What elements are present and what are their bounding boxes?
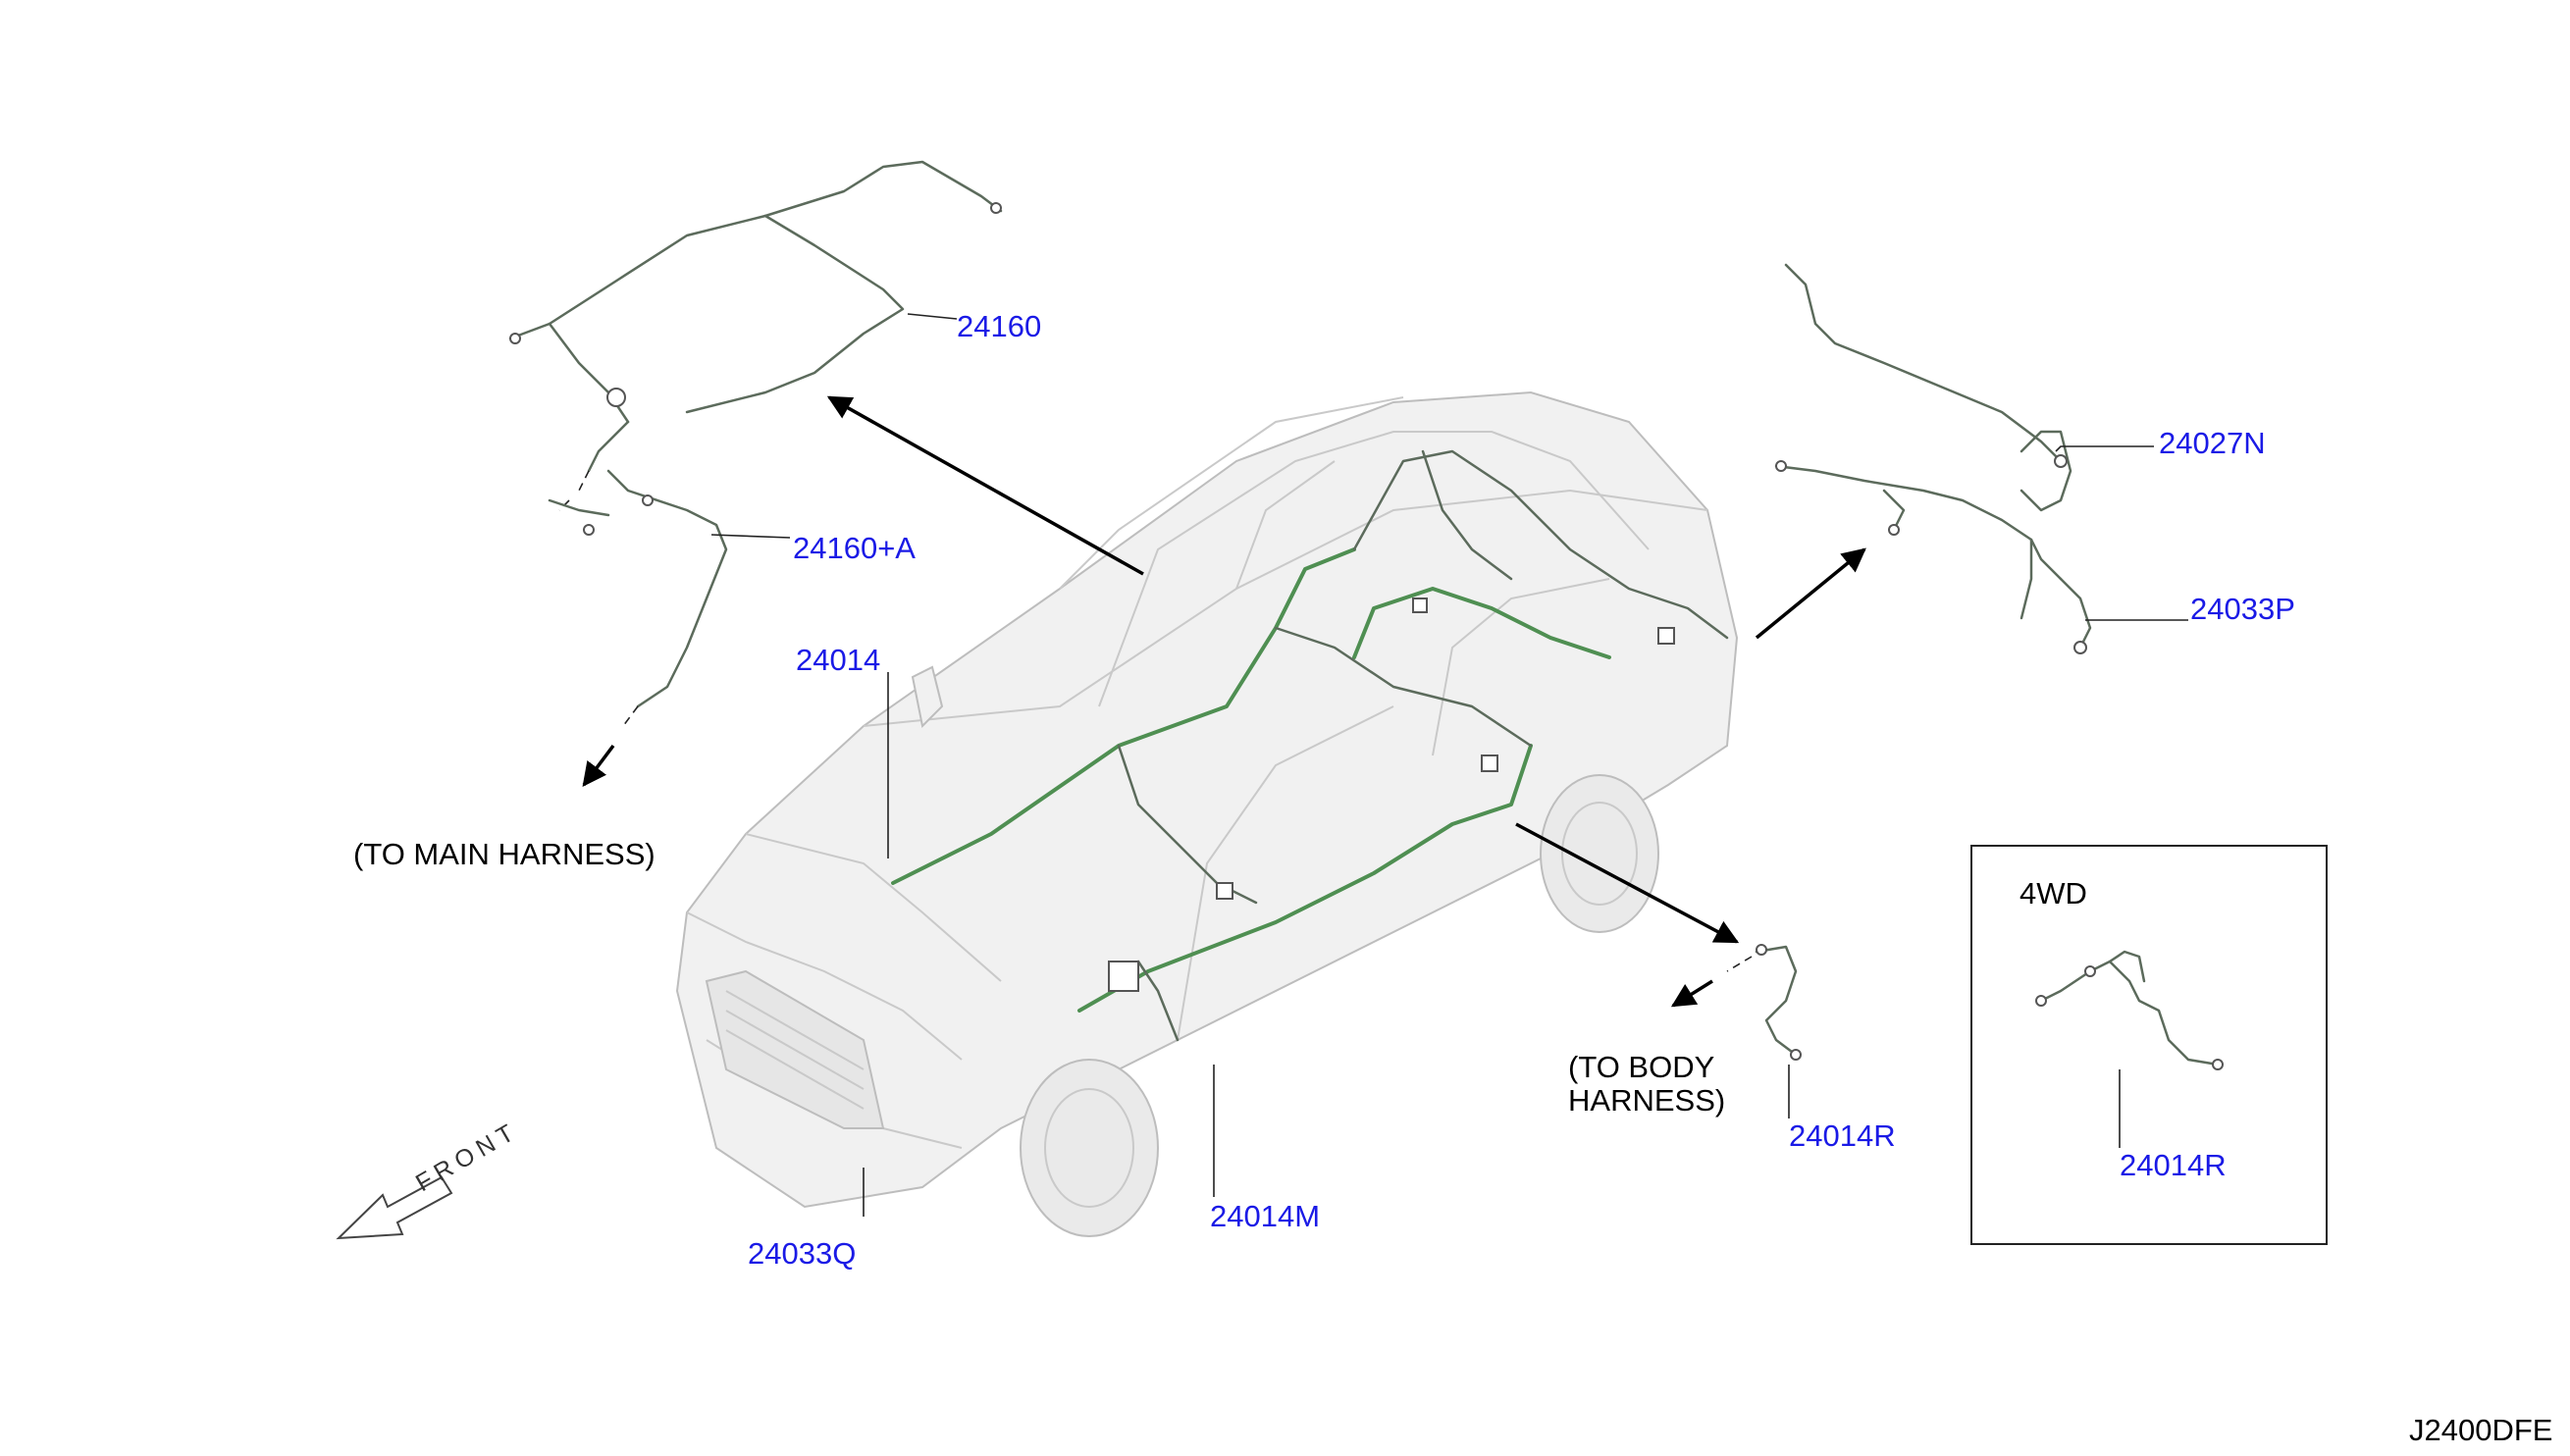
- part-label-24033p: 24033P: [2190, 592, 2295, 626]
- rear-harness: [1774, 263, 2092, 654]
- vehicle-harness: [891, 449, 1729, 1042]
- part-label-24014m: 24014M: [1210, 1199, 1320, 1233]
- part-label-24014r: 24014R: [1789, 1118, 1896, 1153]
- roof-harness-24160: [508, 160, 1003, 511]
- front-arrow-icon: FRONT: [336, 1117, 524, 1240]
- part-label-24033q: 24033Q: [748, 1236, 856, 1271]
- note-to-main-harness: (TO MAIN HARNESS): [353, 837, 656, 871]
- front-label: FRONT: [411, 1117, 524, 1197]
- part-label-24027n: 24027N: [2159, 426, 2266, 460]
- note-to-body-line2: HARNESS): [1568, 1083, 1725, 1118]
- part-label-24160: 24160: [957, 309, 1041, 343]
- leader-lines: [710, 313, 2188, 1217]
- note-4wd: 4WD: [2019, 876, 2087, 910]
- part-label-24160a: 24160+A: [793, 531, 916, 565]
- part-label-24014r-4wd: 24014R: [2120, 1148, 2227, 1182]
- body-harness-24014r: [1670, 944, 1802, 1061]
- figure-code: J2400DFE: [2409, 1413, 2552, 1447]
- harness-24160a: [548, 469, 728, 787]
- part-label-24014: 24014: [796, 643, 880, 677]
- four-wd-inset: [1970, 845, 2328, 1245]
- note-to-body-line1: (TO BODY: [1568, 1050, 1714, 1084]
- callout-arrows: [826, 395, 1866, 944]
- vehicle-body: [675, 390, 1739, 1237]
